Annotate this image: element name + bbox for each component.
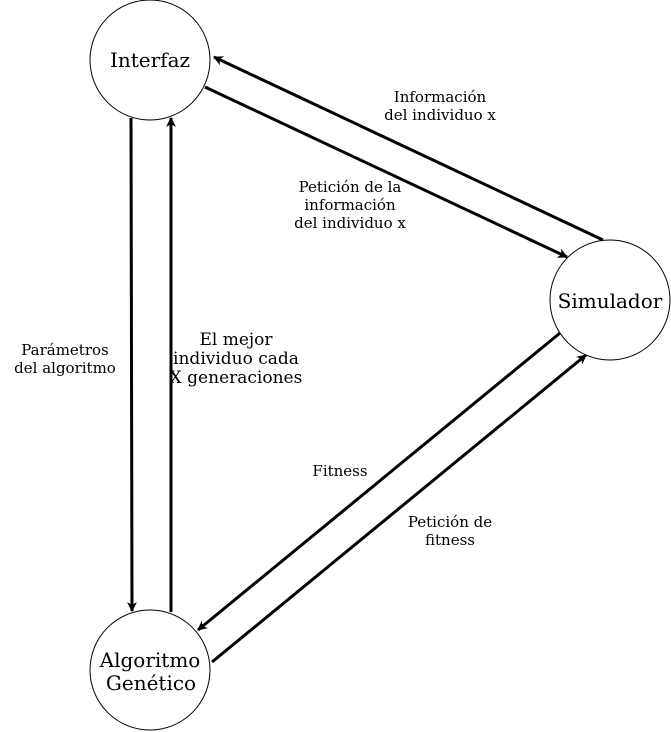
node-algoritmo-label-line1: Algoritmo — [99, 648, 201, 672]
node-simulador-label: Simulador — [558, 289, 663, 313]
label-info-individuo-1: Información — [394, 88, 487, 106]
label-peticion-info-3: del individuo x — [294, 214, 406, 232]
label-mejor-individuo-3: X generaciones — [170, 368, 303, 388]
label-mejor-individuo-1: El mejor — [199, 330, 273, 350]
arrow-interfaz-to-algoritmo — [126, 117, 137, 612]
arrow-interfaz-to-simulador — [204, 85, 568, 259]
label-peticion-fitness-2: fitness — [425, 531, 475, 549]
arrow-simulador-to-interfaz — [213, 55, 604, 242]
label-fitness: Fitness — [312, 462, 367, 480]
label-parametros-2: del algoritmo — [14, 359, 116, 377]
arrow-simulador-to-algoritmo — [197, 331, 561, 632]
label-peticion-fitness-1: Petición de — [408, 513, 492, 531]
node-algoritmo-label-line2: Genético — [106, 671, 196, 695]
label-mejor-individuo-2: individuo cada — [173, 349, 299, 369]
label-peticion-info-1: Petición de la — [299, 178, 402, 196]
node-interfaz — [89, 0, 211, 121]
node-interfaz-label: Interfaz — [110, 48, 190, 72]
label-parametros-1: Parámetros — [21, 341, 109, 359]
node-algoritmo-genetico — [89, 609, 211, 731]
node-simulador — [549, 239, 671, 361]
label-peticion-info-2: información — [304, 196, 396, 214]
arrow-algoritmo-to-simulador — [211, 353, 587, 664]
label-info-individuo-2: del individuo x — [384, 106, 496, 124]
